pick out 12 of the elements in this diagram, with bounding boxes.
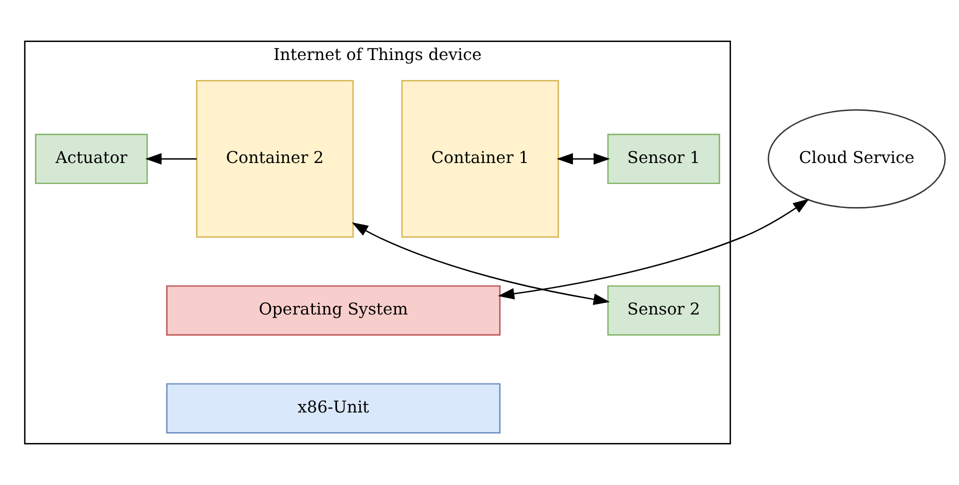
node-box: Sensor 1 (607, 134, 720, 184)
node-box: Actuator (34, 134, 148, 184)
arrow (145, 153, 197, 165)
node-box: Container 2 (196, 80, 354, 238)
arrow (556, 153, 610, 165)
node-box: Operating System (166, 285, 501, 336)
node-box: Sensor 2 (607, 285, 720, 336)
node-box: x86-Unit (166, 383, 501, 434)
node-ellipse: Cloud Service (768, 109, 946, 209)
arrow (498, 198, 810, 300)
node-box: Container 1 (401, 80, 560, 238)
arrow (352, 222, 610, 305)
